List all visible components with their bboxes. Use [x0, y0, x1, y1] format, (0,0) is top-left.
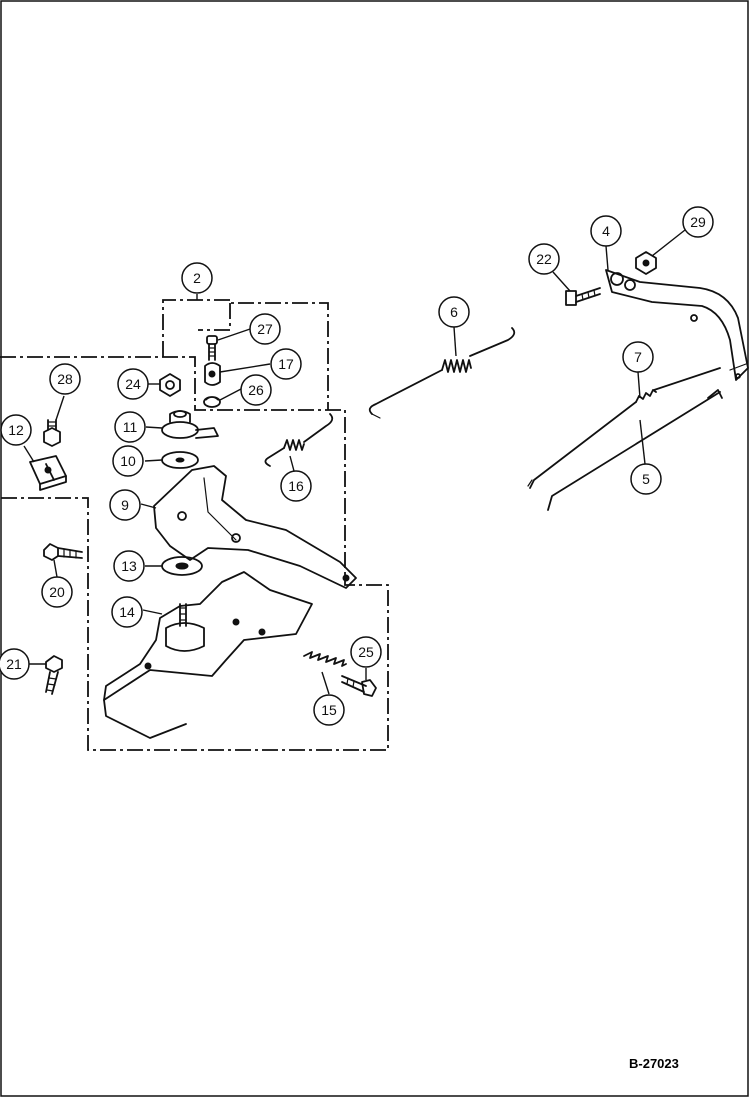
- screw-27: [206, 335, 218, 361]
- group-outline-kit-2: [162, 299, 329, 410]
- nut-24: [159, 373, 181, 397]
- callout-26: 26: [240, 374, 272, 406]
- callout-29: 29: [682, 206, 714, 238]
- svg-text:5: 5: [642, 471, 650, 487]
- rod-5: [547, 389, 723, 511]
- spring-16: [264, 413, 334, 467]
- svg-text:13: 13: [121, 558, 137, 574]
- svg-text:17: 17: [278, 356, 294, 372]
- base-bracket-14: [103, 571, 313, 739]
- figure-code: B-27023: [629, 1056, 679, 1071]
- svg-text:28: 28: [57, 371, 73, 387]
- svg-text:24: 24: [125, 376, 141, 392]
- bolt-28: [43, 419, 61, 447]
- callout-17: 17: [270, 348, 302, 380]
- callout-13: 13: [113, 550, 145, 582]
- bolt-25: [341, 675, 377, 697]
- svg-text:11: 11: [123, 419, 138, 435]
- svg-text:9: 9: [121, 497, 129, 513]
- washer-10: [161, 451, 199, 469]
- governor-lever-arm: [605, 269, 749, 381]
- callout-12: 12: [0, 414, 32, 446]
- svg-text:14: 14: [119, 604, 135, 620]
- callout-24: 24: [117, 368, 149, 400]
- callout-9: 9: [109, 489, 141, 521]
- spring-15: [303, 651, 347, 667]
- leader-lines: [23, 229, 686, 695]
- svg-text:20: 20: [49, 584, 65, 600]
- rod-7: [527, 367, 721, 489]
- callout-2: 2: [181, 262, 213, 294]
- screw-20: [43, 543, 83, 561]
- svg-text:16: 16: [288, 478, 304, 494]
- callout-11: 11: [114, 411, 146, 443]
- clip-26: [203, 396, 221, 408]
- callout-22: 22: [528, 243, 560, 275]
- bolt-22: [565, 287, 601, 306]
- callout-4: 4: [590, 215, 622, 247]
- callout-15: 15: [313, 694, 345, 726]
- svg-text:22: 22: [536, 251, 552, 267]
- callout-5: 5: [630, 463, 662, 495]
- callout-25: 25: [350, 636, 382, 668]
- svg-text:29: 29: [690, 214, 706, 230]
- callout-16: 16: [280, 470, 312, 502]
- svg-text:12: 12: [8, 422, 24, 438]
- svg-text:10: 10: [120, 453, 136, 469]
- group-outline-main: [0, 356, 389, 751]
- spacer-12: [29, 455, 67, 491]
- svg-text:2: 2: [193, 270, 201, 286]
- callout-6: 6: [438, 296, 470, 328]
- svg-text:25: 25: [358, 644, 374, 660]
- lever-11: [161, 410, 219, 439]
- svg-text:15: 15: [321, 702, 337, 718]
- nut-29: [635, 251, 657, 275]
- screw-21: [45, 655, 63, 695]
- svg-text:6: 6: [450, 304, 458, 320]
- callout-27: 27: [249, 313, 281, 345]
- svg-text:26: 26: [248, 382, 264, 398]
- svg-text:7: 7: [634, 349, 642, 365]
- callout-20: 20: [41, 576, 73, 608]
- swivel-17: [204, 362, 221, 386]
- callout-7: 7: [622, 341, 654, 373]
- svg-text:4: 4: [602, 223, 610, 239]
- control-plate-9: [153, 465, 357, 589]
- spring-6: [368, 327, 516, 419]
- callout-14: 14: [111, 596, 143, 628]
- callout-10: 10: [112, 445, 144, 477]
- svg-text:21: 21: [6, 656, 22, 672]
- washer-13: [161, 556, 203, 576]
- svg-text:27: 27: [257, 321, 273, 337]
- callout-28: 28: [49, 363, 81, 395]
- callout-21: 21: [0, 648, 30, 680]
